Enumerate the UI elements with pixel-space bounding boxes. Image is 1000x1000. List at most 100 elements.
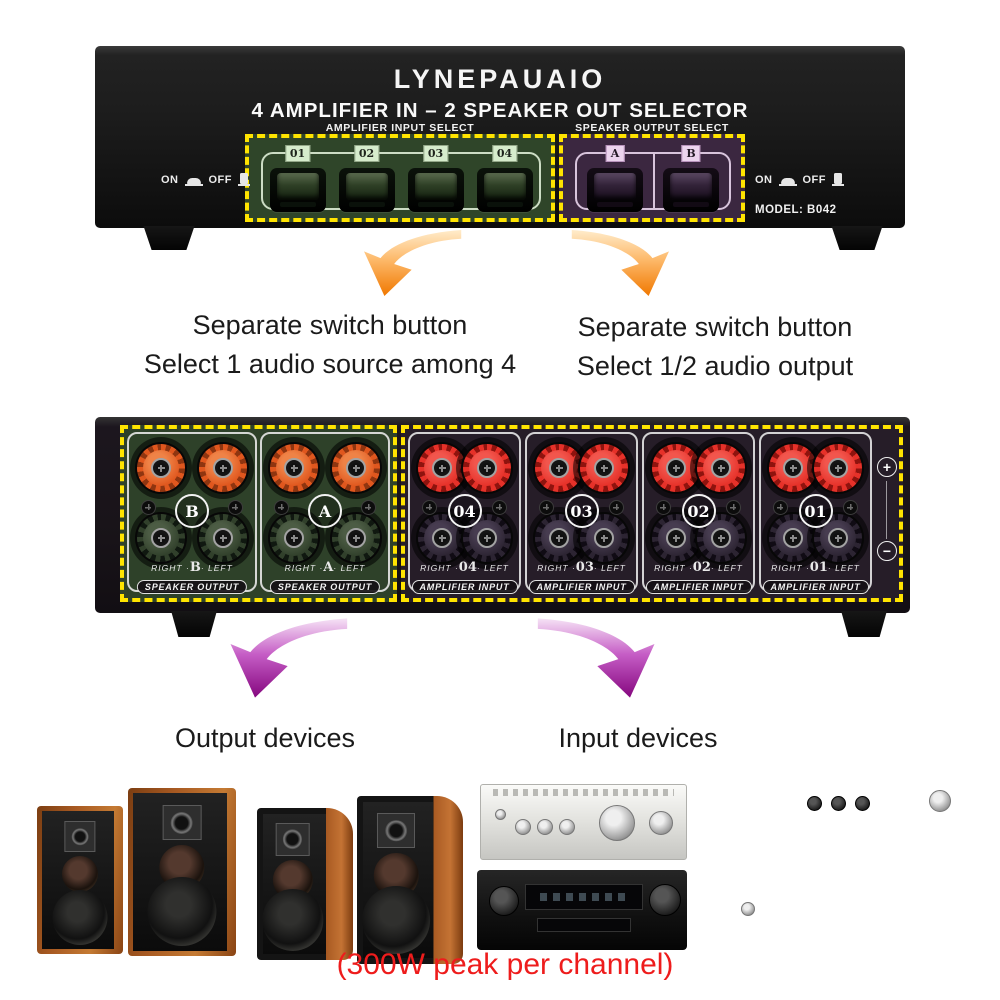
switch-tag-04: 04 [491, 145, 518, 162]
front-panel-title: 4 AMPLIFIER IN – 2 SPEAKER OUT SELECTOR [251, 99, 749, 122]
rear-section-B: B RIGHT ·B· LEFT SPEAKER OUTPUT [127, 432, 257, 594]
binding-post-black [268, 512, 320, 564]
rocker-switch-A[interactable] [587, 168, 643, 212]
screw-icon [656, 500, 671, 515]
channel-caption: RIGHT ·B· LEFT [151, 560, 233, 575]
curved-down-arrow-orange-left [364, 229, 462, 297]
switch-pressed-icon [778, 171, 797, 186]
channel-caption: RIGHT ·02· LEFT [654, 560, 743, 575]
bookshelf-speaker-image [128, 788, 236, 956]
spk-note-line1: Separate switch button [577, 312, 853, 342]
bookshelf-speaker-image [37, 806, 123, 954]
switch-tag-A: A [605, 145, 625, 162]
amplifier-switch-box: 01 02 03 04 [261, 145, 541, 212]
power-indicator-left: ON OFF [161, 171, 250, 186]
section-label: AMPLIFIER INPUT [645, 580, 752, 594]
curved-down-arrow-orange-right [571, 229, 669, 297]
switch-tag-B: B [681, 145, 701, 162]
switch-tag-02: 02 [353, 145, 380, 162]
screw-icon [773, 500, 788, 515]
switch-tag-03: 03 [422, 145, 449, 162]
binding-post-red [461, 442, 513, 494]
polarity-line [886, 481, 887, 539]
switch-raised-icon [238, 171, 250, 186]
rear-section-03: 03 RIGHT ·03· LEFT AMPLIFIER INPUT [525, 432, 638, 594]
amp-note-line1: Separate switch button [192, 310, 468, 340]
binding-post-red [330, 442, 382, 494]
binding-post-red [533, 442, 585, 494]
screw-icon [141, 500, 156, 515]
binding-post-black [330, 512, 382, 564]
binding-post-red [135, 442, 187, 494]
curved-down-arrow-purple-left [230, 618, 348, 698]
rocker-switch-03[interactable] [407, 168, 464, 212]
amp-note-line2: Select 1 audio source among 4 [143, 349, 517, 379]
front-foot-right [831, 226, 883, 250]
power-capacity-note: (300W peak per channel) [336, 948, 674, 981]
section-id-badge: 02 [681, 494, 716, 528]
binding-post-red [578, 442, 630, 494]
binding-post-red [695, 442, 747, 494]
rear-section-02: 02 RIGHT ·02· LEFT AMPLIFIER INPUT [642, 432, 755, 594]
binding-post-red [812, 442, 864, 494]
binding-post-black [767, 512, 819, 564]
screw-icon [843, 500, 858, 515]
section-label: SPEAKER OUTPUT [136, 580, 248, 594]
rocker-switch-02[interactable] [338, 168, 395, 212]
screw-icon [274, 500, 289, 515]
curved-speaker-image [257, 808, 353, 960]
binding-post-red [767, 442, 819, 494]
rocker-switch-01[interactable] [269, 168, 326, 212]
section-id-badge: 01 [798, 494, 833, 528]
rocker-switch-B[interactable] [663, 168, 719, 212]
switch-pressed-icon [184, 171, 203, 186]
speaker-output-select-label: SPEAKER OUTPUT SELECT [575, 122, 729, 134]
channel-caption: RIGHT ·03· LEFT [537, 560, 626, 575]
front-foot-left [143, 226, 195, 250]
off-label: OFF [802, 174, 826, 186]
section-id-badge: A [308, 494, 342, 528]
rear-panel: B RIGHT ·B· LEFT SPEAKER OUTPUT A RIGHT … [95, 417, 910, 613]
channel-caption: RIGHT ·04· LEFT [420, 560, 509, 575]
rear-section-01: 01 RIGHT ·01· LEFT AMPLIFIER INPUT [759, 432, 872, 594]
gold-receiver-image [727, 882, 979, 950]
screw-icon [726, 500, 741, 515]
plus-polarity-mark: + [877, 457, 897, 477]
section-label: SPEAKER OUTPUT [269, 580, 381, 594]
screw-icon [228, 500, 243, 515]
model-label: MODEL: B042 [755, 204, 837, 216]
amplifier-input-select-label: AMPLIFIER INPUT SELECT [325, 122, 475, 134]
switch-raised-icon [832, 171, 844, 186]
binding-post-red [268, 442, 320, 494]
off-label: OFF [208, 174, 232, 186]
switch-box-divider [653, 154, 655, 208]
curved-down-arrow-purple-right [537, 618, 655, 698]
rear-foot-left [171, 611, 217, 637]
input-devices-images [465, 772, 990, 967]
minus-polarity-mark: − [877, 541, 897, 561]
binding-post-black [650, 512, 702, 564]
brand-logo: LYNEPAUAIO [393, 64, 607, 94]
switch-tag-01: 01 [284, 145, 311, 162]
amplifier-select-highlight-zone: 01 02 03 04 [245, 134, 555, 222]
speaker-output-highlight-zone: B RIGHT ·B· LEFT SPEAKER OUTPUT A RIGHT … [120, 425, 397, 602]
channel-caption: RIGHT ·A· LEFT [284, 560, 366, 575]
rear-section-A: A RIGHT ·A· LEFT SPEAKER OUTPUT [260, 432, 390, 594]
on-label: ON [755, 174, 773, 186]
rocker-switch-04[interactable] [476, 168, 533, 212]
output-devices-images [25, 778, 470, 973]
rear-section-04: 04 RIGHT ·04· LEFT AMPLIFIER INPUT [408, 432, 521, 594]
binding-post-black [695, 512, 747, 564]
output-devices-heading: Output devices [174, 723, 356, 753]
curved-speaker-image [357, 796, 463, 964]
screw-icon [361, 500, 376, 515]
channel-caption: RIGHT ·01· LEFT [771, 560, 860, 575]
tube-amplifier-image [737, 772, 965, 872]
binding-post-red [650, 442, 702, 494]
power-indicator-right: ON OFF [755, 171, 844, 186]
front-panel: LYNEPAUAIO 4 AMPLIFIER IN – 2 SPEAKER OU… [95, 46, 905, 228]
section-label: AMPLIFIER INPUT [762, 580, 869, 594]
